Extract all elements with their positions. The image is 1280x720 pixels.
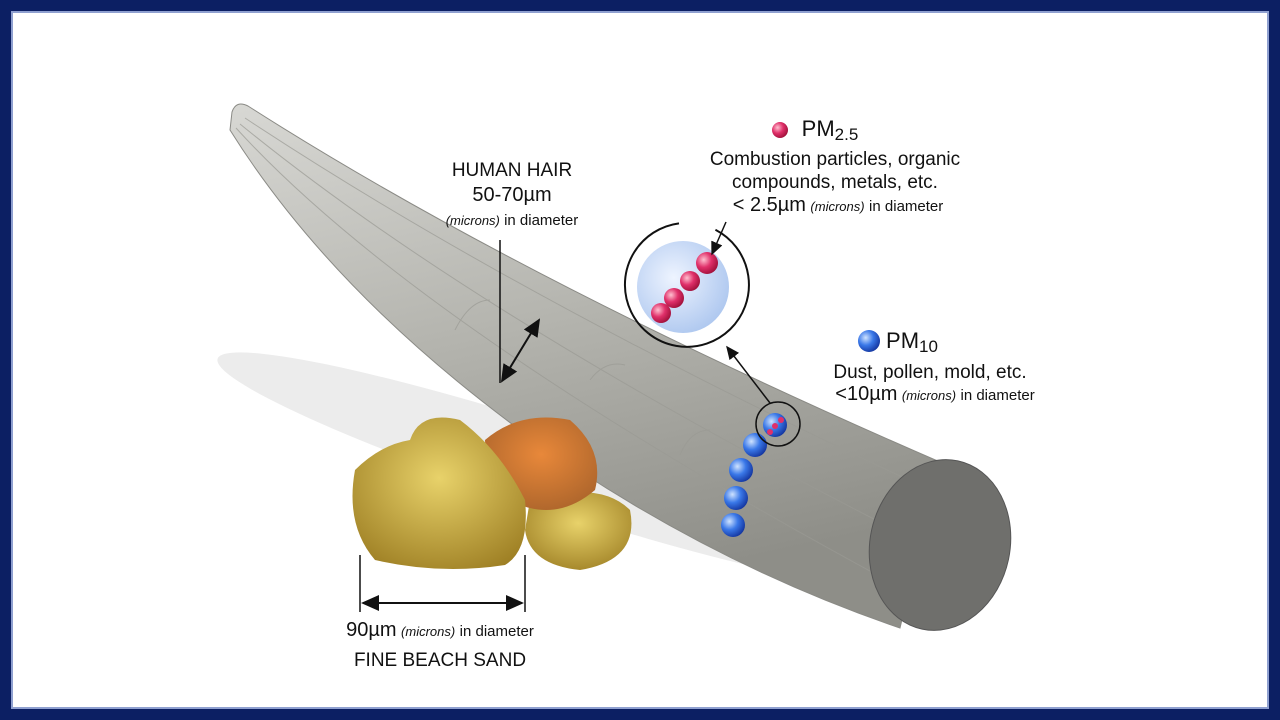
unit-note: (microns) xyxy=(901,388,957,403)
suffix: in diameter xyxy=(960,387,1035,404)
pm10-size: <10µm (microns) in diameter xyxy=(835,383,1034,406)
suffix: in diameter xyxy=(504,212,579,229)
size: 90µm xyxy=(346,619,397,641)
pm25-desc1: Combustion particles, organic xyxy=(709,149,961,170)
hair-diameter-arrow xyxy=(500,318,541,383)
pm25-beads xyxy=(651,252,718,323)
hair-cross-section xyxy=(868,459,1012,631)
pm10-desc1: Dust, pollen, mold, etc. xyxy=(833,362,1027,383)
pm25-size: < 2.5µm (microns) in diameter xyxy=(733,194,944,217)
human-hair xyxy=(229,103,941,629)
magnifier-circle xyxy=(623,222,750,348)
pm-sub: 10 xyxy=(919,337,938,356)
pm25-arrow xyxy=(711,221,727,256)
hair-note: (microns) in diameter xyxy=(446,212,579,229)
hair-size: 50-70µm xyxy=(472,184,552,206)
suffix: in diameter xyxy=(869,198,944,215)
pm-text: PM xyxy=(886,328,920,353)
unit-note: (microns) xyxy=(810,199,865,214)
sand-size: 90µm (microns) in diameter xyxy=(346,619,534,642)
pm-sub: 2.5 xyxy=(834,125,859,144)
pm25-mini-beads xyxy=(767,417,784,435)
unit-note: (microns) xyxy=(445,213,500,228)
pm25-dot-icon xyxy=(772,122,788,138)
hair-title: HUMAN HAIR xyxy=(451,160,573,181)
size: <10µm xyxy=(835,383,898,405)
pm10-dot-icon xyxy=(858,330,880,352)
sand-grains xyxy=(352,417,632,570)
size: < 2.5µm xyxy=(732,194,806,216)
pm-text: PM xyxy=(801,116,835,141)
sand-title: FINE BEACH SAND xyxy=(353,650,527,671)
pm25-label: PM2.5 xyxy=(802,116,859,145)
unit-note: (microns) xyxy=(401,624,456,639)
magnify-arrow xyxy=(726,345,771,404)
pm25-desc2: compounds, metals, etc. xyxy=(732,172,938,193)
pm10-focus-circle xyxy=(755,401,801,447)
suffix: in diameter xyxy=(459,623,534,640)
pm10-label: PM10 xyxy=(886,328,938,357)
